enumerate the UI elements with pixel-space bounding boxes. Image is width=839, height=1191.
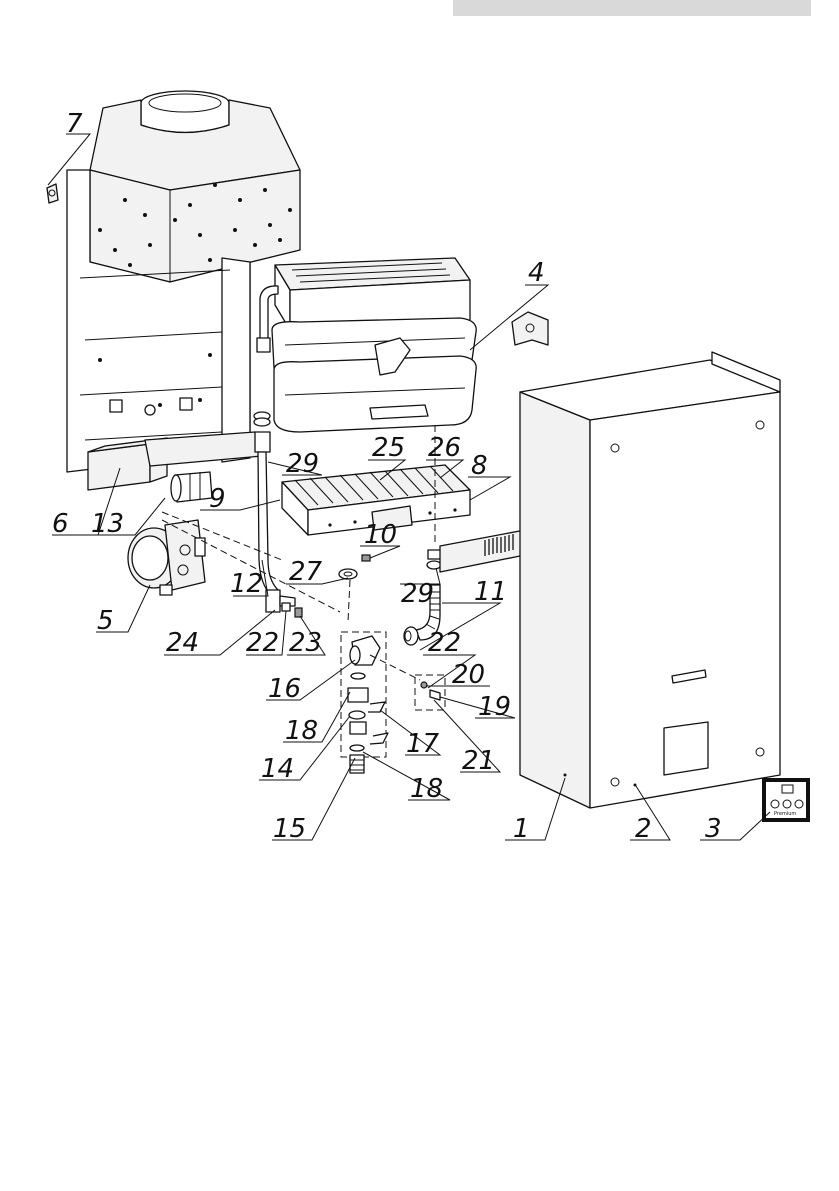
callout-14: 14 xyxy=(261,754,294,784)
callout-18-upper: 18 xyxy=(285,716,318,746)
part-5-gas-valve xyxy=(127,519,206,596)
frame-assembly xyxy=(66,90,301,473)
sensor-assembly xyxy=(414,674,446,711)
part-3-control-panel: Premium xyxy=(762,778,810,822)
callout-27: 26 xyxy=(428,433,461,463)
part-4-heat-exchanger xyxy=(256,257,477,433)
hanging-bracket xyxy=(511,311,549,346)
part-12-water-pipe xyxy=(253,411,296,613)
panel-brand-text: Premium xyxy=(774,811,796,817)
part-8-burner xyxy=(281,464,471,562)
callout-20: 20 xyxy=(452,660,485,690)
callout-8: 8 xyxy=(471,451,488,481)
callout-7: 7 xyxy=(66,109,83,139)
callout-23: 22 xyxy=(246,628,279,658)
callout-9: 9 xyxy=(209,484,226,514)
callout-24: 23 xyxy=(289,628,322,658)
callout-22: 22 xyxy=(428,628,461,658)
callout-15: 15 xyxy=(273,814,306,844)
callout-13: 13 xyxy=(91,509,124,539)
part-1-2-front-casing xyxy=(519,351,781,809)
part-6-control-box xyxy=(87,431,263,491)
callout-4: 4 xyxy=(528,258,545,288)
part-11-flex-hose xyxy=(403,584,441,646)
callout-10: 10 xyxy=(364,520,397,550)
leader-lines xyxy=(47,133,771,841)
part-29-nut-lower xyxy=(426,549,442,570)
assembly-lines xyxy=(161,425,436,681)
callout-12: 12 xyxy=(230,569,263,599)
page-header-bar xyxy=(453,0,811,16)
callout-1: 1 xyxy=(513,814,530,844)
electrode-cover xyxy=(439,529,526,573)
callout-17: 17 xyxy=(406,729,440,759)
part-28-gasket xyxy=(338,568,358,580)
callout-26: 25 xyxy=(372,433,405,463)
callout-6: 6 xyxy=(52,509,69,539)
water-block-assembly xyxy=(340,631,389,774)
callout-16: 16 xyxy=(268,674,301,704)
callout-11: 11 xyxy=(474,577,507,607)
part-13-motor xyxy=(170,471,213,503)
part-7-bracket xyxy=(46,183,59,204)
callout-28: 27 xyxy=(289,557,323,587)
callout-29-lower: 29 xyxy=(401,579,434,609)
callout-29-upper: 29 xyxy=(286,449,319,479)
callout-25: 24 xyxy=(166,628,199,658)
callout-3: 3 xyxy=(705,814,722,844)
callout-2: 2 xyxy=(635,814,652,844)
callout-19: 19 xyxy=(478,692,511,722)
callout-labels: 7 4 8 9 10 11 12 6 13 5 29 25 26 27 29 2… xyxy=(52,109,722,844)
callout-5: 5 xyxy=(97,606,114,636)
callout-18-lower: 18 xyxy=(410,774,443,804)
callout-21: 21 xyxy=(462,746,495,776)
